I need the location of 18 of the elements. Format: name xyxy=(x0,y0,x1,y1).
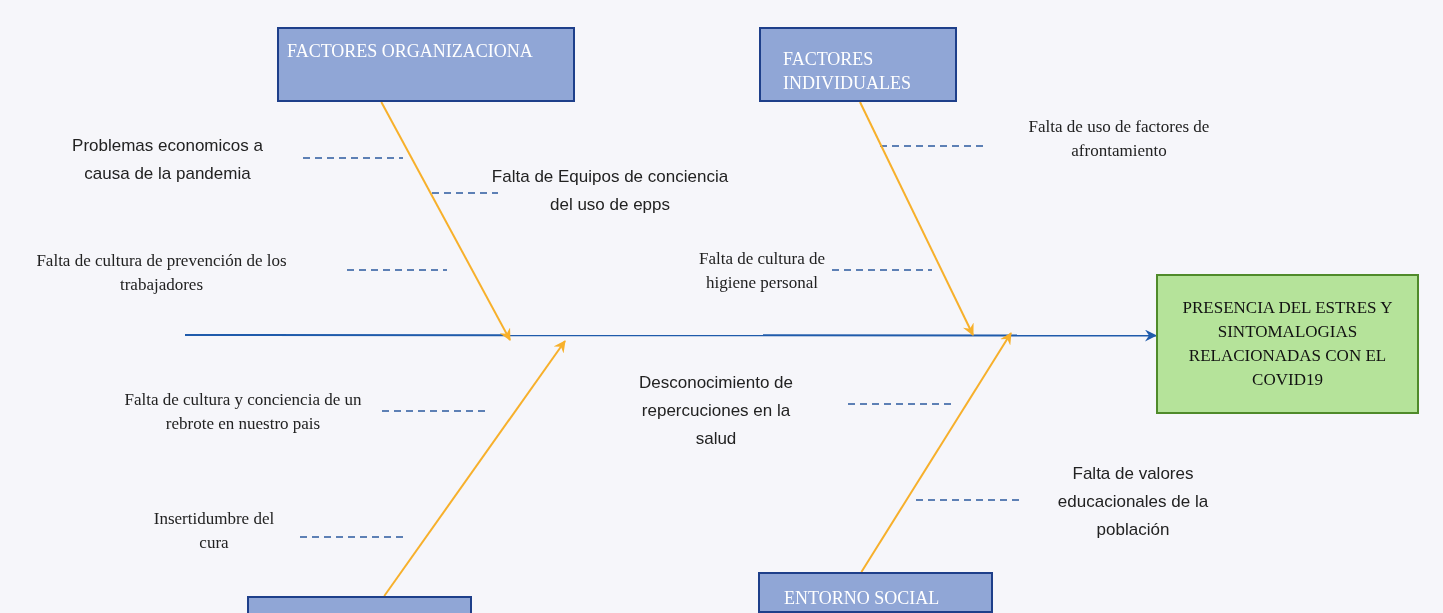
cause-text: Falta de valores educacionales de la población xyxy=(1056,463,1210,541)
arrow xyxy=(860,332,1012,573)
cause-text: Falta de cultura de prevención de los trabajadores xyxy=(35,250,288,296)
cause-text: Insertidumbre del cura xyxy=(152,508,276,554)
category-box: ENTORNO SOCIAL xyxy=(758,572,993,613)
arrow xyxy=(383,340,566,597)
arrow xyxy=(184,329,1157,342)
arrow xyxy=(859,101,974,336)
cause-text: Falta de Equipos de conciencia del uso de epps xyxy=(490,166,730,216)
cause-text: Falta de cultura de higiene personal xyxy=(698,248,826,294)
cause-text: Falta de cultura y conciencia de un rebrote en nuestro pais xyxy=(123,389,363,435)
cause-text: Falta de uso de factores de afrontamiento xyxy=(1027,116,1211,162)
category-box: FACTORES INDIVIDUALES xyxy=(759,27,957,102)
effect-box: PRESENCIA DEL ESTRES Y SINTOMALOGIAS RELACIONADAS CON EL COVID19 xyxy=(1156,274,1419,414)
arrow xyxy=(380,101,511,341)
category-box: FACTORES ORGANIZACIONA xyxy=(277,27,575,102)
cause-text: Desconocimiento de repercuciones en la salud xyxy=(638,372,794,450)
cause-text: Problemas economicos a causa de la pandemia xyxy=(71,135,264,185)
